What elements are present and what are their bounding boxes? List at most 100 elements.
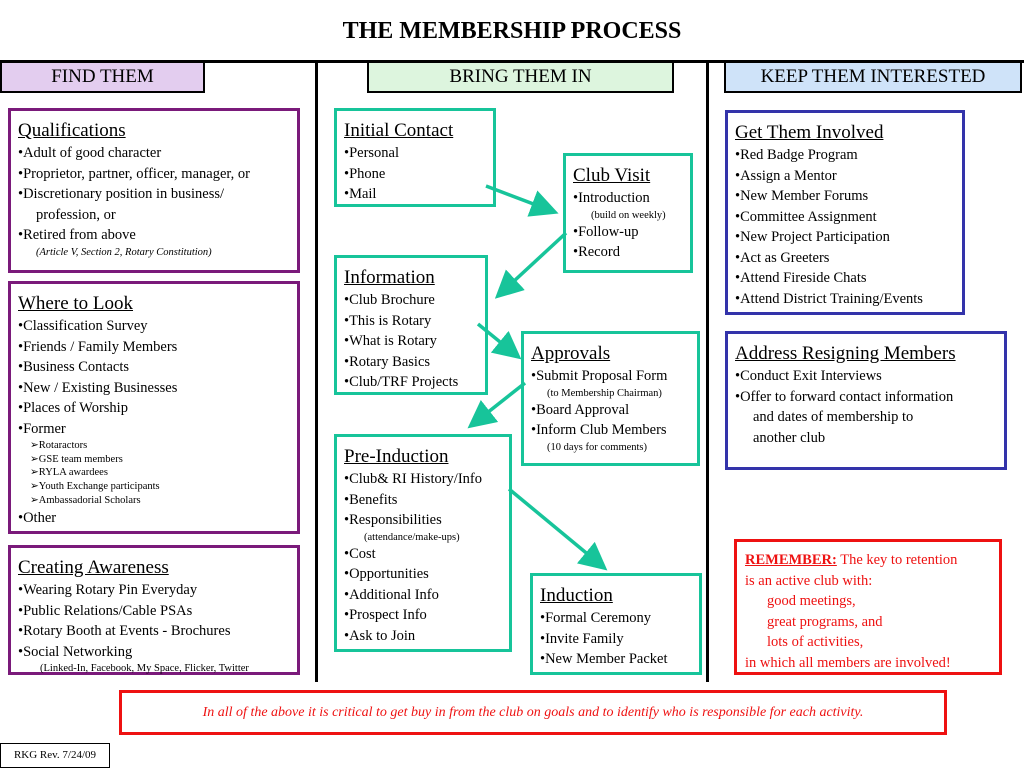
qualifications-heading: Qualifications <box>18 120 126 141</box>
list-item: •Red Badge Program <box>735 147 858 163</box>
remember-label: REMEMBER: <box>745 552 837 568</box>
footer-note-text: In all of the above it is critical to ge… <box>202 705 864 720</box>
list-item: •Assign a Mentor <box>735 167 837 184</box>
list-item: •Business Contacts <box>18 359 130 375</box>
pre-induction-heading: Pre-Induction <box>344 446 449 467</box>
list-item: •Prospect Info <box>344 607 427 623</box>
approvals-box: Approvals •Submit Proposal Form (to Memb… <box>521 331 700 466</box>
page-title: THE MEMBERSHIP PROCESS <box>342 18 682 44</box>
list-item: •Board Approval <box>531 401 630 418</box>
list-item: •Personal <box>344 145 400 161</box>
list-item: •Adult of good character <box>18 145 162 161</box>
remember-text: is an active club with: <box>745 572 873 589</box>
approvals-note: (to Membership Chairman) <box>547 387 662 399</box>
get-involved-heading: Get Them Involved <box>735 122 884 143</box>
get-involved-box: Get Them Involved •Red Badge Program •As… <box>725 110 965 315</box>
remember-text: lots of activities, <box>767 634 864 650</box>
list-item: •Submit Proposal Form <box>531 368 668 384</box>
approvals-heading: Approvals <box>531 343 611 364</box>
list-item: •Invite Family <box>540 630 624 647</box>
where-to-look-box: Where to Look •Classification Survey •Fr… <box>8 281 300 534</box>
qualifications-box: Qualifications •Adult of good character … <box>8 108 300 273</box>
column-divider-right <box>706 60 709 682</box>
list-item: •Committee Assignment <box>735 208 877 225</box>
list-item: profession, or <box>36 206 116 223</box>
approvals-note: (10 days for comments) <box>547 441 648 453</box>
list-item: •New Project Participation <box>735 229 890 245</box>
sub-list-item: ➢GSE team members <box>30 453 123 465</box>
list-item: •Club/TRF Projects <box>344 374 459 390</box>
information-heading: Information <box>344 267 435 288</box>
list-item: •Retired from above <box>18 227 136 243</box>
list-item: •Social Networking <box>18 643 133 660</box>
information-box: Information •Club Brochure •This is Rota… <box>334 255 488 395</box>
list-item: •Places of Worship <box>18 400 128 416</box>
list-item: •Rotary Basics <box>344 353 431 370</box>
list-item: •Cost <box>344 545 376 562</box>
creating-awareness-box: Creating Awareness •Wearing Rotary Pin E… <box>8 545 300 675</box>
revision-label: RKG Rev. 7/24/09 <box>0 743 110 768</box>
list-item: •Offer to forward contact information <box>735 388 954 405</box>
list-item: •Club Brochure <box>344 292 435 308</box>
list-item: •Opportunities <box>344 566 429 582</box>
sub-list-item: ➢Youth Exchange participants <box>30 481 160 493</box>
list-item: •Former <box>18 420 66 437</box>
list-item: •Act as Greeters <box>735 249 830 266</box>
induction-box: Induction •Formal Ceremony •Invite Famil… <box>530 573 702 675</box>
remember-text: The key to retention <box>836 552 958 568</box>
column-header-bring-them-in: BRING THEM IN <box>367 61 674 93</box>
arrow-club-visit-to-information <box>494 231 568 299</box>
list-item: another club <box>753 429 826 446</box>
pre-induction-note: (attendance/make-ups) <box>364 531 460 543</box>
qualifications-note: (Article V, Section 2, Rotary Constituti… <box>36 246 212 258</box>
list-item: •Ask to Join <box>344 627 416 644</box>
list-item: •Public Relations/Cable PSAs <box>18 602 193 619</box>
arrow-pre-induction-to-induction <box>507 487 608 571</box>
list-item: •New Member Packet <box>540 651 668 667</box>
club-visit-note: (build on weekly) <box>591 209 666 221</box>
creating-awareness-note: (Linked-In, Facebook, My Space, Flicker,… <box>40 663 249 674</box>
list-item: •Record <box>573 244 620 260</box>
list-item: •Conduct Exit Interviews <box>735 368 882 384</box>
club-visit-heading: Club Visit <box>573 165 651 186</box>
list-item: •Classification Survey <box>18 318 148 334</box>
list-item: •Follow-up <box>573 223 639 240</box>
list-item: •Discretionary position in business/ <box>18 186 225 202</box>
creating-awareness-heading: Creating Awareness <box>18 557 169 578</box>
list-item: •Wearing Rotary Pin Everyday <box>18 582 198 598</box>
list-item: •Friends / Family Members <box>18 338 178 355</box>
list-item: •Rotary Booth at Events - Brochures <box>18 623 231 639</box>
list-item: •Additional Info <box>344 586 439 603</box>
list-item: •Other <box>18 509 57 526</box>
sub-list-item: ➢RYLA awardees <box>30 467 108 479</box>
address-resigning-heading: Address Resigning Members <box>735 343 956 364</box>
list-item: •This is Rotary <box>344 312 432 329</box>
column-divider-left <box>315 60 318 682</box>
initial-contact-box: Initial Contact •Personal •Phone •Mail <box>334 108 496 207</box>
list-item: •What is Rotary <box>344 333 437 349</box>
list-item: •Responsibilities <box>344 512 442 528</box>
list-item: •New / Existing Businesses <box>18 379 178 396</box>
list-item: •Formal Ceremony <box>540 610 651 626</box>
pre-induction-box: Pre-Induction •Club& RI History/Info •Be… <box>334 434 512 652</box>
list-item: •Proprietor, partner, officer, manager, … <box>18 165 250 182</box>
address-resigning-box: Address Resigning Members •Conduct Exit … <box>725 331 1007 470</box>
footer-note-box: In all of the above it is critical to ge… <box>119 690 947 735</box>
list-item: and dates of membership to <box>753 409 914 425</box>
club-visit-box: Club Visit •Introduction (build on weekl… <box>563 153 693 273</box>
sub-list-item: ➢Ambassadorial Scholars <box>30 494 141 506</box>
list-item: •Attend Fireside Chats <box>735 270 867 286</box>
remember-box: REMEMBER: The key to retention is an act… <box>734 539 1002 675</box>
remember-text: great programs, and <box>767 613 883 630</box>
induction-heading: Induction <box>540 585 613 606</box>
list-item: •Mail <box>344 186 377 202</box>
initial-contact-heading: Initial Contact <box>344 120 454 141</box>
column-header-keep-them-interested: KEEP THEM INTERESTED <box>724 61 1022 93</box>
list-item: •Inform Club Members <box>531 422 667 438</box>
remember-text: in which all members are involved! <box>745 654 951 671</box>
column-header-find-them: FIND THEM <box>0 61 205 93</box>
list-item: •Introduction <box>573 190 650 206</box>
list-item: •Club& RI History/Info <box>344 471 482 487</box>
list-item: •New Member Forums <box>735 188 869 204</box>
sub-list-item: ➢Rotaractors <box>30 440 88 451</box>
